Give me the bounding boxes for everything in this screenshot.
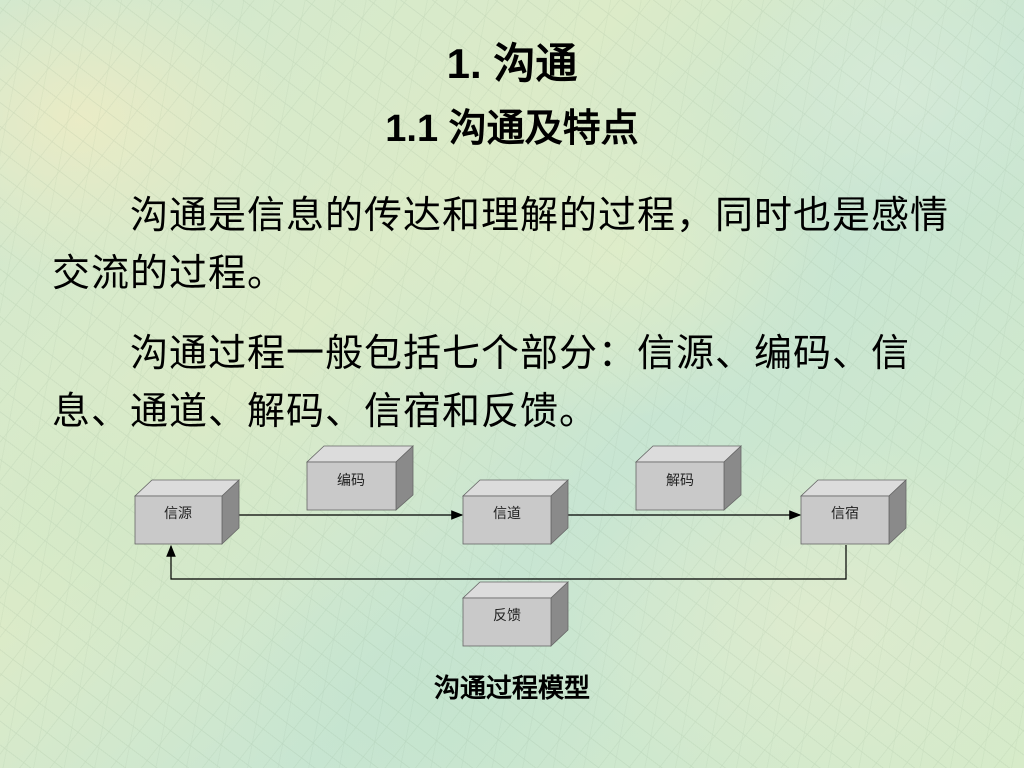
communication-model-diagram: 编码 解码 信源 信道 信宿 反馈 [133,445,908,647]
slide-title: 1. 沟通 [446,40,578,87]
arrow-feedback-loop [166,544,847,580]
box-source-label: 信源 [164,506,192,522]
box-feedback: 反馈 [461,581,570,647]
box-feedback-label: 反馈 [493,608,521,624]
box-channel-label: 信道 [493,506,521,522]
paragraph-components: 沟通过程一般包括七个部分：信源、编码、信息、通道、解码、信宿和反馈。 [52,331,911,433]
box-encode: 编码 [305,445,415,511]
box-decode-label: 解码 [666,473,694,489]
box-channel: 信道 [461,479,570,545]
box-decode: 解码 [634,445,743,511]
box-encode-label: 编码 [337,473,365,489]
slide-subtitle: 1.1 沟通及特点 [385,108,639,150]
box-receiver: 信宿 [799,479,908,545]
box-source: 信源 [133,479,241,545]
diagram-caption: 沟通过程模型 [433,673,590,703]
box-receiver-label: 信宿 [831,505,859,522]
paragraph-definition: 沟通是信息的传达和理解的过程，同时也是感情交流的过程。 [52,193,950,295]
